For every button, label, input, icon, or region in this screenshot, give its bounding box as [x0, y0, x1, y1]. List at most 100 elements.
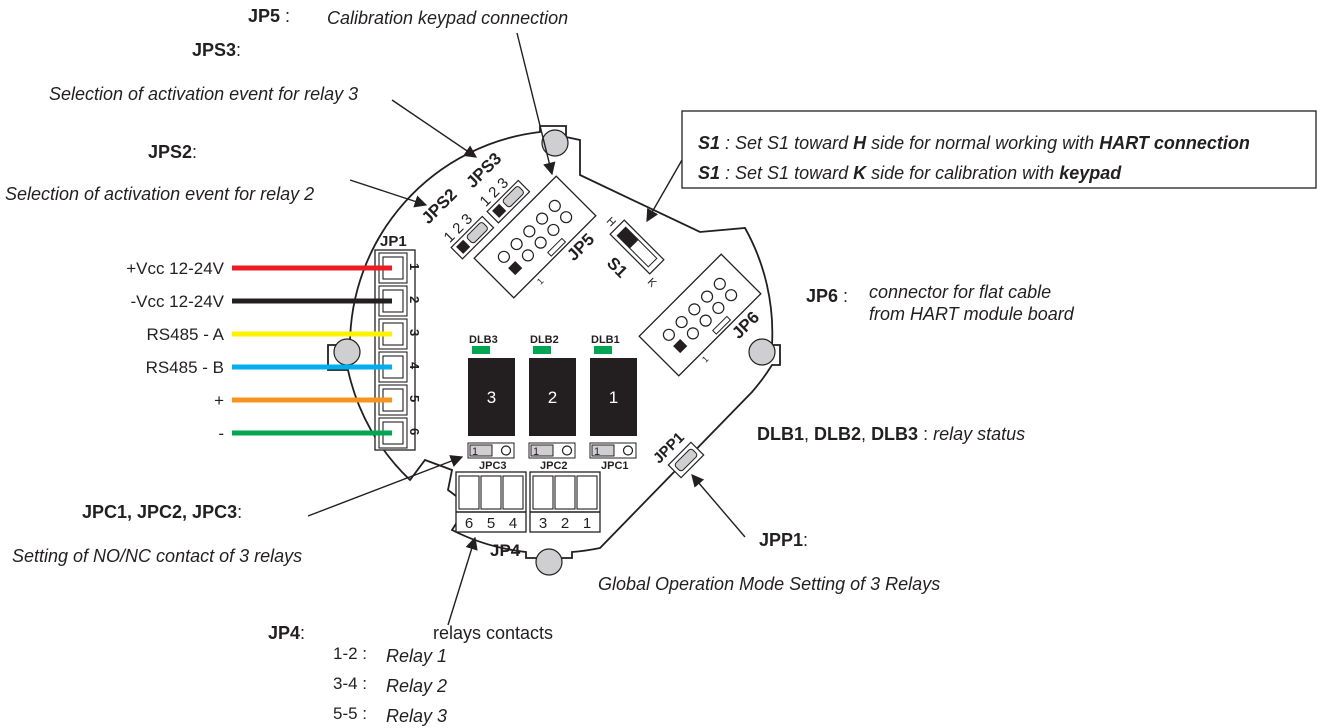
terminal-number: 4 [509, 515, 517, 532]
jp1-pin-number: 3 [407, 329, 422, 336]
jp4-pin-pair: 5-5 : [333, 704, 367, 723]
header-pin [662, 328, 675, 341]
jps3-callout: JPS3: [192, 40, 241, 60]
relay-body [590, 358, 637, 436]
relay-number: 1 [609, 388, 618, 407]
header-pin [713, 277, 726, 290]
wire-label: RS485 - A [147, 325, 225, 344]
jp1-pin-number: 1 [407, 263, 422, 270]
s1-note-line-1: S1 : Set S1 toward H side for normal wor… [698, 133, 1250, 153]
jp6-callout-desc-2: from HART module board [869, 304, 1075, 324]
jps2-callout: JPS2: [148, 142, 197, 162]
jp4-callout-desc: relays contacts [433, 623, 553, 643]
header-pin [497, 250, 510, 263]
terminal-number: 6 [465, 515, 473, 532]
header-pin [675, 315, 688, 329]
header-pin [699, 314, 712, 327]
terminal-slot [532, 475, 554, 510]
wire-label: -Vcc 12-24V [130, 292, 224, 311]
header-pin [510, 237, 523, 251]
jp4-pin-pair: 3-4 : [333, 674, 367, 693]
jp4-relay-name: Relay 1 [386, 646, 447, 666]
wire-label: +Vcc 12-24V [126, 259, 224, 278]
wire-label: RS485 - B [146, 358, 224, 377]
jp5-pin1: 1 [535, 276, 546, 287]
jp5-callout-desc: Calibration keypad connection [327, 8, 568, 28]
mounting-hole-left [333, 338, 361, 366]
terminal-number: 2 [561, 515, 569, 532]
jp4-title: JP4 [490, 541, 521, 560]
wire-label: - [218, 424, 224, 443]
jp4-callout: JP4: relays contacts 1-2 : Relay 1 3-4 : Re… [268, 623, 553, 726]
jpp1-jumper: JPP1 [650, 429, 705, 479]
header-pin [521, 249, 535, 262]
jps2-callout-desc: Selection of activation event for relay … [5, 184, 314, 204]
jp1-pin-number: 2 [407, 296, 422, 303]
terminal-number: 3 [539, 515, 547, 532]
s1-h-label: H [604, 215, 618, 229]
header-pin [725, 289, 738, 302]
jp5-header: JP5 1 [473, 175, 598, 299]
jp5-callout: JP5 : [248, 6, 290, 26]
header-pin [560, 211, 573, 224]
s1-switch: H K S1 [603, 215, 665, 290]
jumper-label: JPC2 [540, 460, 568, 472]
jp1-pin-number: 4 [407, 362, 422, 370]
led-label: DLB1 [591, 334, 620, 346]
jpp1-callout-desc: Global Operation Mode Setting of 3 Relay… [598, 574, 940, 594]
terminal-slot [480, 475, 502, 510]
header-pin [548, 199, 561, 212]
s1-note-box: S1 : Set S1 toward H side for normal wor… [681, 110, 1317, 189]
mounting-hole-bottom [535, 548, 563, 576]
jumper-label: JPC1 [601, 460, 629, 472]
header-pin [535, 212, 549, 225]
relay-body [468, 358, 515, 436]
jp1-title: JP1 [380, 233, 407, 250]
header-pin [686, 327, 700, 340]
jpc-callout-desc: Setting of NO/NC contact of 3 relays [12, 546, 302, 566]
wire-label: + [214, 391, 224, 410]
led-label: DLB3 [469, 334, 498, 346]
header-pin [712, 301, 725, 315]
mounting-hole-right [748, 338, 776, 366]
s1-title: S1 [603, 253, 631, 281]
s1-k-label: K [645, 276, 659, 290]
terminal-slot [554, 475, 576, 510]
jumper-pin-1: 1 [594, 446, 600, 458]
led-label: DLB2 [530, 334, 559, 346]
terminal-slot [576, 475, 598, 510]
status-led [594, 346, 612, 354]
terminal-number: 5 [487, 515, 495, 532]
jp6-pin1: 1 [700, 354, 711, 365]
terminal-slot [458, 475, 480, 510]
jumper-pin-1: 1 [533, 446, 539, 458]
jpp1-callout: JPP1: [759, 530, 808, 550]
header-pin [523, 225, 536, 238]
terminal-number: 1 [583, 515, 591, 532]
jp4-pin-pair: 1-2 : [333, 644, 367, 663]
jp4-callout-tag: JP4: [268, 623, 305, 643]
jp1-pin-number: 6 [407, 428, 422, 435]
relay-number: 3 [487, 388, 496, 407]
status-led [472, 346, 490, 354]
jp4-relay-name: Relay 2 [386, 676, 447, 696]
jumper-label: JPC3 [479, 460, 507, 472]
jp6-callout: JP6 : [806, 286, 848, 306]
jpc-callout: JPC1, JPC2, JPC3: [82, 502, 242, 522]
jps3-callout-desc: Selection of activation event for relay … [49, 84, 358, 104]
status-led [533, 346, 551, 354]
relay-number: 2 [548, 388, 557, 407]
terminal-slot [502, 475, 524, 510]
header-pin [534, 236, 547, 249]
jp6-header: JP6 1 [638, 253, 763, 377]
jp6-callout-desc-1: connector for flat cable [869, 282, 1051, 302]
jp4-relay-name: Relay 3 [386, 706, 447, 726]
header-pin [700, 290, 714, 303]
